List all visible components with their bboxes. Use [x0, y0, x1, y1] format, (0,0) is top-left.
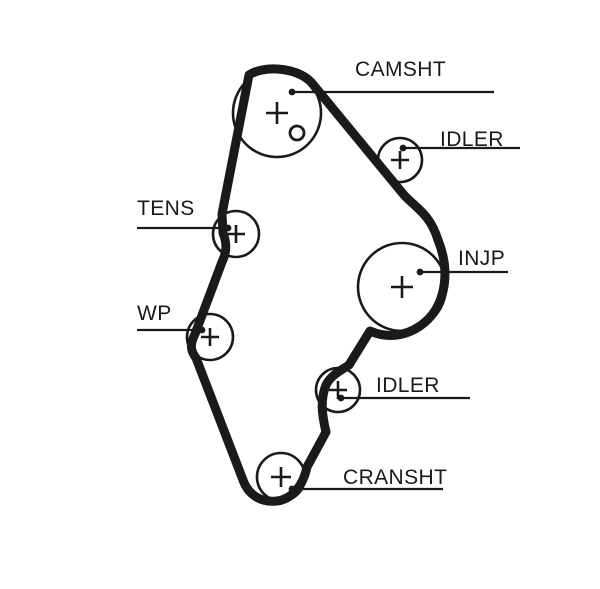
label-tensioner: TENS — [137, 197, 195, 220]
idler-top-pulley-circle — [376, 136, 424, 184]
pulley-idler-top[interactable] — [376, 136, 424, 184]
leader-water-pump: WP — [137, 302, 206, 334]
leader-idler-bottom: IDLER — [337, 374, 470, 402]
pulley-camshaft[interactable] — [231, 67, 323, 159]
camshaft-pulley-circle — [231, 67, 323, 159]
pulley-crankshaft[interactable] — [255, 451, 307, 503]
leader-injection-pump: INJP — [416, 247, 508, 276]
label-water-pump: WP — [137, 302, 172, 325]
leader-crankshaft: CRANSHT — [288, 466, 447, 493]
camshaft-bolt-hole-icon — [288, 124, 306, 142]
pulley-water-pump[interactable] — [185, 312, 235, 362]
label-crankshaft: CRANSHT — [343, 466, 447, 489]
pulley-idler-bottom[interactable] — [314, 366, 362, 414]
label-idler-top: IDLER — [440, 128, 504, 151]
idler-bottom-pulley-circle — [314, 366, 362, 414]
injection-pump-pulley-circle — [356, 241, 448, 333]
label-idler-bottom: IDLER — [376, 374, 440, 397]
timing-belt-path — [186, 64, 450, 506]
pulley-injection-pump[interactable] — [356, 241, 448, 333]
leader-idler-top: IDLER — [399, 128, 520, 152]
leader-tensioner: TENS — [137, 197, 232, 232]
water-pump-pulley-circle — [185, 312, 235, 362]
leader-camshaft: CAMSHT — [288, 58, 494, 96]
crankshaft-pulley-circle — [255, 451, 307, 503]
label-injection-pump: INJP — [458, 247, 505, 270]
label-camshaft: CAMSHT — [355, 58, 446, 81]
pulley-tensioner[interactable] — [211, 209, 261, 259]
tensioner-pulley-circle — [211, 209, 261, 259]
